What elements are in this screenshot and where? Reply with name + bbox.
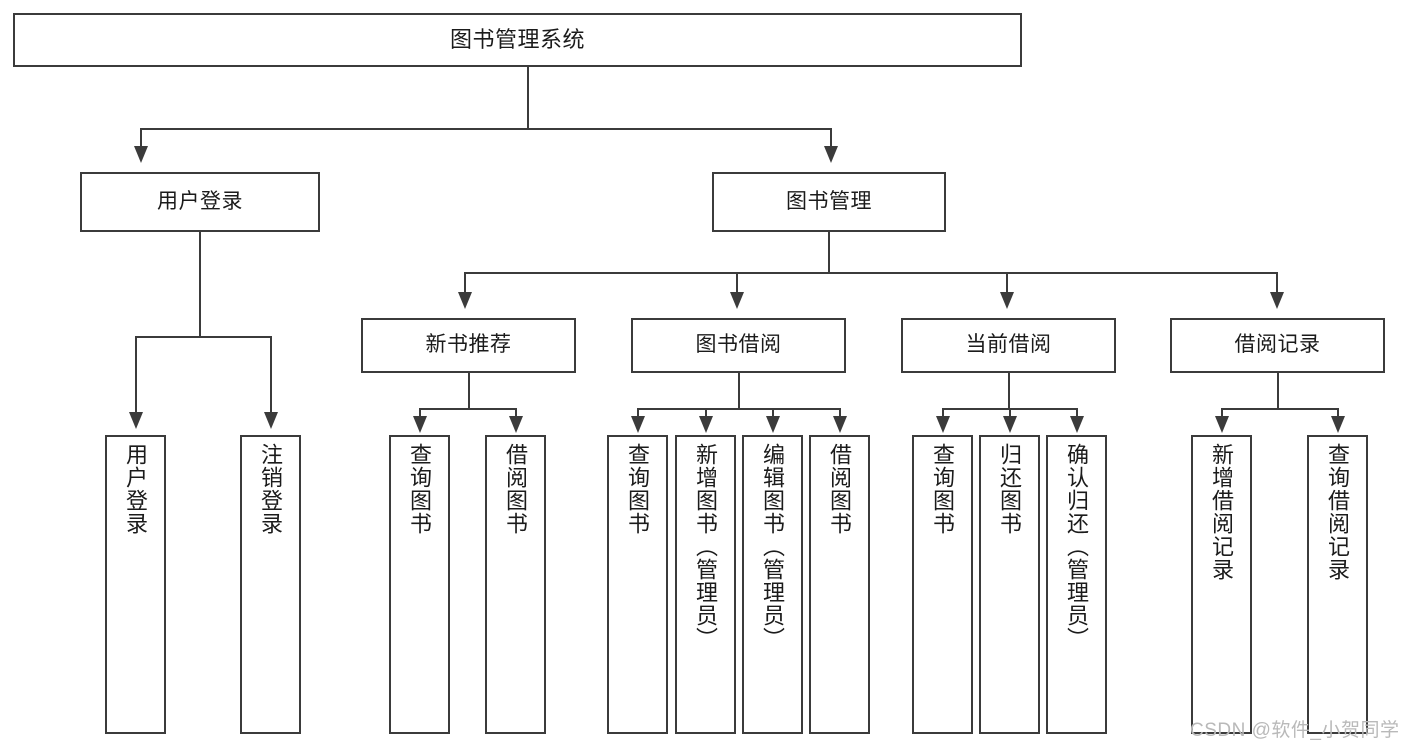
node-root-label: 图书管理系统 [449, 27, 585, 53]
node-book-borrow[interactable]: 图书借阅 [631, 318, 846, 373]
leaf-query-book-3-label: 查询图书 [930, 443, 956, 535]
leaf-query-borrow-record[interactable]: 查询借阅记录 [1307, 435, 1368, 734]
arrowhead-new-book-rec [458, 292, 472, 309]
leaf-confirm-return-label: 确认归还（管理员） [1064, 443, 1090, 650]
edge-drop-leaf-edit-book [772, 408, 774, 418]
leaf-query-book-1-label: 查询图书 [407, 443, 433, 535]
edge-drop-leaf-confirm-return [1076, 408, 1078, 418]
leaf-edit-book-label: 编辑图书（管理员） [760, 443, 786, 650]
leaf-user-login[interactable]: 用户登录 [105, 435, 166, 734]
leaf-query-book-1[interactable]: 查询图书 [389, 435, 450, 734]
edge-drop-current-borrow [1006, 272, 1008, 294]
edge-drop-leaf-query-book-2 [637, 408, 639, 418]
edge-new-book-rec-stem [468, 373, 470, 409]
edge-book-borrow-bus [637, 408, 841, 410]
edge-user-login-bus [135, 336, 272, 338]
edge-drop-user-login [140, 128, 142, 148]
edge-borrow-record-bus [1221, 408, 1338, 410]
edge-drop-leaf-query-record [1337, 408, 1339, 418]
node-user-login-label: 用户登录 [157, 189, 243, 213]
leaf-return-book-label: 归还图书 [997, 443, 1023, 535]
arrowhead-current-borrow [1000, 292, 1014, 309]
node-borrow-record-label: 借阅记录 [1234, 333, 1321, 357]
edge-drop-book-borrow [736, 272, 738, 294]
edge-drop-leaf-query-book-3 [942, 408, 944, 418]
edge-level3-bus [464, 272, 1278, 274]
arrowhead-leaf-edit-book [766, 416, 780, 433]
edge-root-stem [527, 67, 529, 129]
arrowhead-leaf-logout [264, 412, 278, 429]
edge-drop-leaf-query-book-1 [419, 408, 421, 418]
edge-drop-leaf-user-login [135, 336, 137, 414]
leaf-query-book-2[interactable]: 查询图书 [607, 435, 668, 734]
arrowhead-book-mgmt [824, 146, 838, 163]
leaf-logout[interactable]: 注销登录 [240, 435, 301, 734]
arrowhead-leaf-query-book-1 [413, 416, 427, 433]
edge-book-mgmt-stem [828, 232, 830, 273]
node-current-borrow-label: 当前借阅 [965, 333, 1052, 357]
leaf-query-borrow-record-label: 查询借阅记录 [1325, 443, 1351, 581]
leaf-add-borrow-record[interactable]: 新增借阅记录 [1191, 435, 1252, 734]
arrowhead-leaf-query-book-2 [631, 416, 645, 433]
edge-drop-leaf-add-record [1221, 408, 1223, 418]
arrowhead-borrow-record [1270, 292, 1284, 309]
leaf-borrow-book-2-label: 借阅图书 [827, 443, 853, 535]
edge-borrow-record-stem [1277, 373, 1279, 409]
edge-drop-book-mgmt [830, 128, 832, 148]
node-book-management[interactable]: 图书管理 [712, 172, 946, 232]
arrowhead-book-borrow [730, 292, 744, 309]
node-user-login[interactable]: 用户登录 [80, 172, 320, 232]
edge-drop-leaf-add-book [705, 408, 707, 418]
edge-drop-leaf-borrow-book-2 [839, 408, 841, 418]
arrowhead-leaf-query-book-3 [936, 416, 950, 433]
edge-drop-leaf-borrow-book-1 [515, 408, 517, 418]
leaf-logout-label: 注销登录 [258, 443, 284, 535]
leaf-user-login-label: 用户登录 [123, 443, 149, 535]
arrowhead-leaf-confirm-return [1070, 416, 1084, 433]
leaf-query-book-3[interactable]: 查询图书 [912, 435, 973, 734]
leaf-add-borrow-record-label: 新增借阅记录 [1209, 443, 1235, 581]
leaf-add-book[interactable]: 新增图书（管理员） [675, 435, 736, 734]
edge-drop-new-book-rec [464, 272, 466, 294]
arrowhead-leaf-borrow-book-2 [833, 416, 847, 433]
arrowhead-leaf-add-book [699, 416, 713, 433]
leaf-borrow-book-2[interactable]: 借阅图书 [809, 435, 870, 734]
arrowhead-user-login [134, 146, 148, 163]
leaf-confirm-return[interactable]: 确认归还（管理员） [1046, 435, 1107, 734]
edge-current-borrow-stem [1008, 373, 1010, 409]
edge-new-book-rec-bus [419, 408, 517, 410]
arrowhead-leaf-query-record [1331, 416, 1345, 433]
leaf-borrow-book-1[interactable]: 借阅图书 [485, 435, 546, 734]
leaf-borrow-book-1-label: 借阅图书 [503, 443, 529, 535]
arrowhead-leaf-add-record [1215, 416, 1229, 433]
node-borrow-record[interactable]: 借阅记录 [1170, 318, 1385, 373]
node-root[interactable]: 图书管理系统 [13, 13, 1022, 67]
node-book-borrow-label: 图书借阅 [695, 333, 782, 357]
edge-drop-leaf-return-book [1009, 408, 1011, 418]
arrowhead-leaf-user-login [129, 412, 143, 429]
edge-book-borrow-stem [738, 373, 740, 409]
edge-level2-bus [140, 128, 832, 130]
node-new-book-recommend-label: 新书推荐 [425, 333, 512, 357]
edge-user-login-stem [199, 232, 201, 337]
node-book-management-label: 图书管理 [786, 189, 872, 213]
leaf-add-book-label: 新增图书（管理员） [693, 443, 719, 650]
node-new-book-recommend[interactable]: 新书推荐 [361, 318, 576, 373]
leaf-query-book-2-label: 查询图书 [625, 443, 651, 535]
arrowhead-leaf-return-book [1003, 416, 1017, 433]
arrowhead-leaf-borrow-book-1 [509, 416, 523, 433]
leaf-return-book[interactable]: 归还图书 [979, 435, 1040, 734]
leaf-edit-book[interactable]: 编辑图书（管理员） [742, 435, 803, 734]
node-current-borrow[interactable]: 当前借阅 [901, 318, 1116, 373]
edge-drop-borrow-record [1276, 272, 1278, 294]
edge-drop-leaf-logout [270, 336, 272, 414]
